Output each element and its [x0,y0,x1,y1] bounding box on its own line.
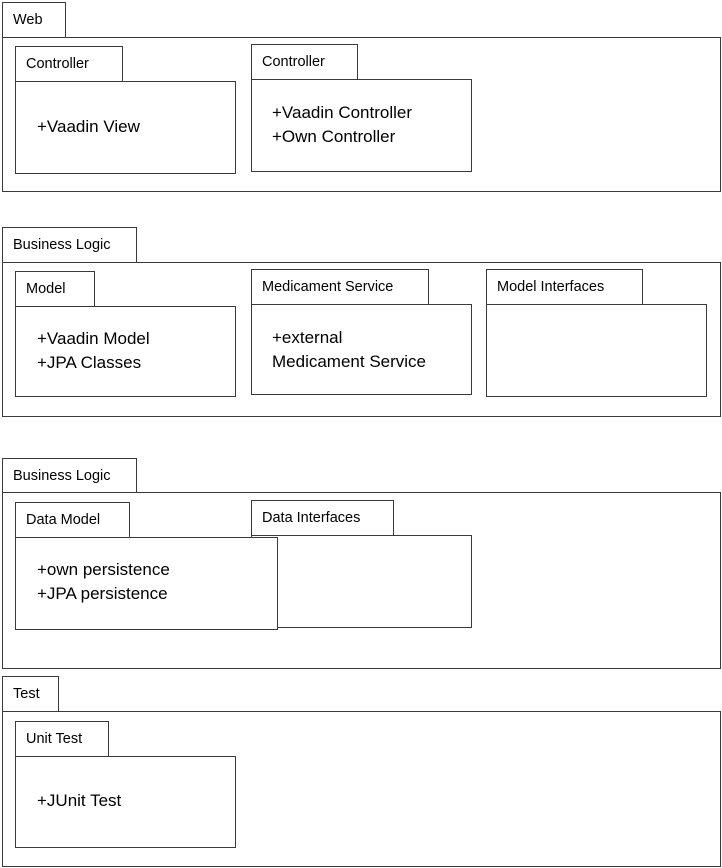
package-controller-a [15,81,236,174]
medicament-service-line: Medicament Service [272,352,427,371]
package-title-web: Web [13,12,43,28]
package-title-model: Model [26,281,66,297]
package-tab-model: Model [15,271,95,308]
package-tab-data-interfaces: Data Interfaces [251,500,394,537]
package-tab-medicament-service: Medicament Service [251,269,429,306]
controller-a-content: +Vaadin View [37,115,140,139]
package-model [15,306,236,397]
controller-b-content: +Vaadin Controller +Own Controller [272,101,412,149]
package-tab-model-interfaces: Model Interfaces [486,269,643,306]
package-title-data-model: Data Model [26,512,101,528]
package-data-model [15,537,278,630]
model-content: +Vaadin Model +JPA Classes [37,327,150,375]
unit-test-content: +JUnit Test [37,789,121,813]
unit-test-line: +JUnit Test [37,791,122,810]
package-tab-unit-test: Unit Test [15,721,109,758]
medicament-service-content: +external Medicament Service [272,326,426,374]
package-title-test: Test [13,686,40,702]
package-controller-b [251,79,472,172]
package-medicament-service [251,304,472,395]
package-title-medicament-service: Medicament Service [262,279,394,295]
controller-a-line: +Vaadin View [37,117,140,136]
package-data-interfaces [251,535,472,628]
data-model-content: +own persistence +JPA persistence [37,558,170,606]
medicament-service-line: +external [272,328,343,347]
model-line: +Vaadin Model [37,329,150,348]
data-model-line: +JPA persistence [37,584,168,603]
package-title-business-logic-2: Business Logic [13,468,111,484]
package-unit-test [15,756,236,848]
package-title-unit-test: Unit Test [26,731,83,747]
package-tab-web: Web [2,2,66,39]
package-title-controller-b: Controller [262,54,325,70]
package-model-interfaces [486,304,707,397]
package-title-controller-a: Controller [26,56,89,72]
package-title-business-logic: Business Logic [13,237,111,253]
data-model-line: +own persistence [37,560,170,579]
model-line: +JPA Classes [37,353,142,372]
package-tab-business-logic: Business Logic [2,227,137,264]
package-tab-data-model: Data Model [15,502,130,539]
package-tab-business-logic-2: Business Logic [2,458,137,495]
controller-b-line: +Vaadin Controller [272,103,413,122]
package-tab-test: Test [2,676,59,713]
package-title-data-interfaces: Data Interfaces [262,510,361,526]
controller-b-line: +Own Controller [272,127,396,146]
package-title-model-interfaces: Model Interfaces [497,279,605,295]
package-tab-controller-a: Controller [15,46,123,83]
package-tab-controller-b: Controller [251,44,358,81]
